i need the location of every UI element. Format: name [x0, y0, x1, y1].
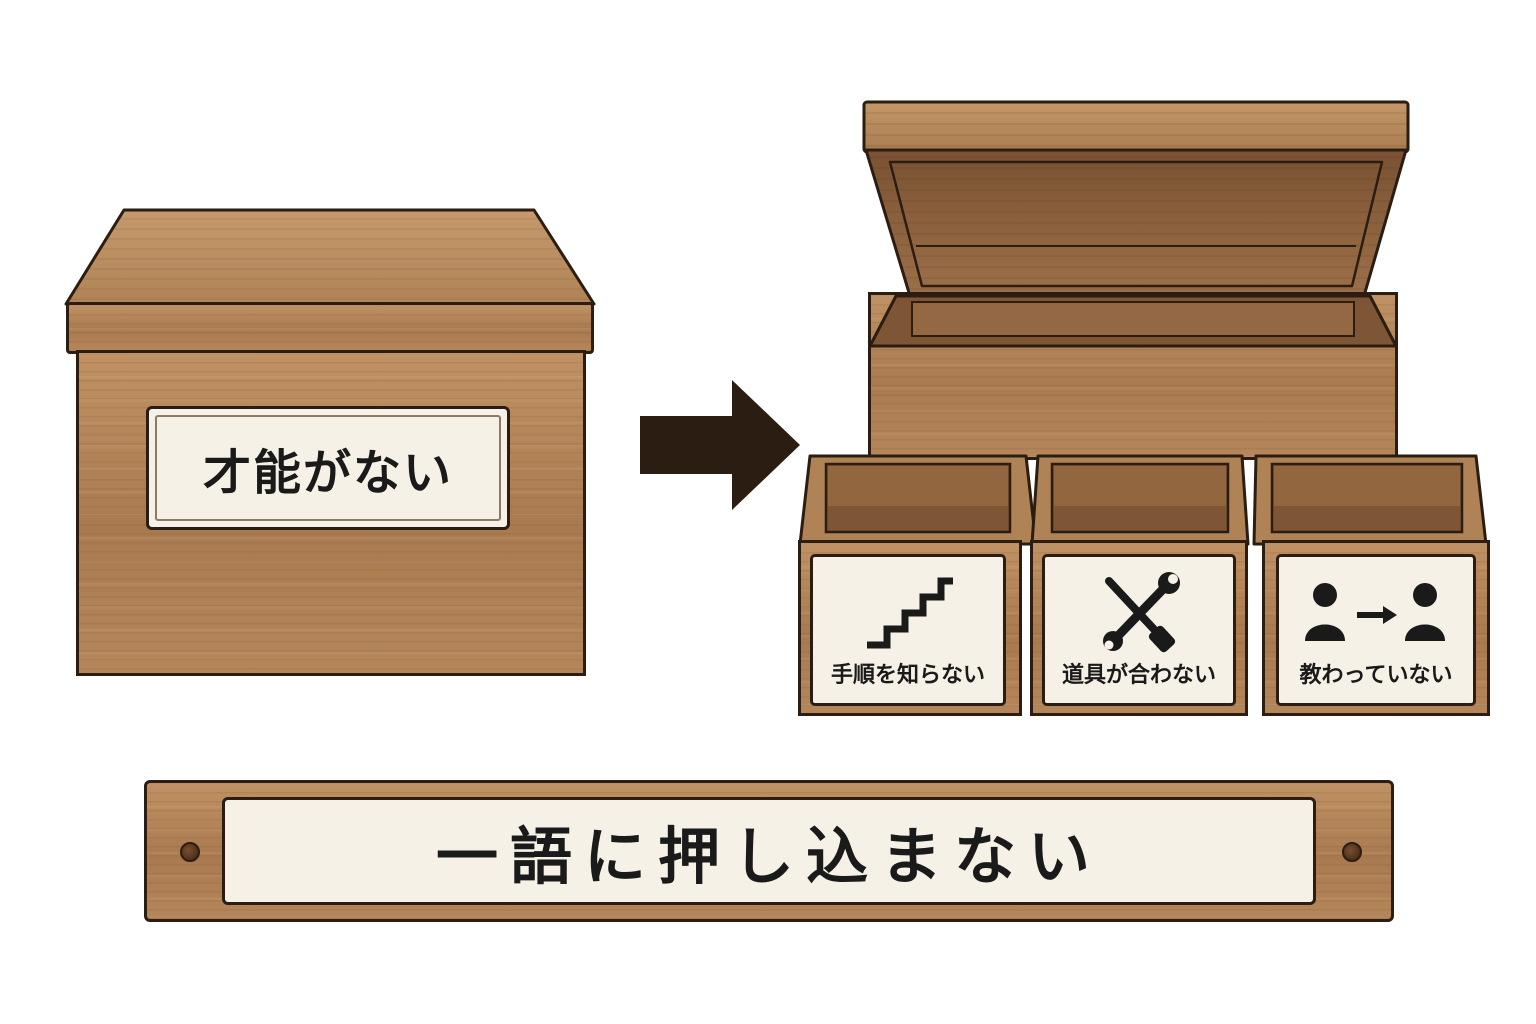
open-chest-opening	[868, 294, 1398, 348]
small-box-1-rim	[798, 454, 1038, 546]
plank-label: 一語に押し込まない	[222, 797, 1316, 905]
right-arrow-icon	[640, 380, 800, 510]
closed-box-label-text: 才能がない	[155, 415, 501, 521]
small-box-1-sign: 手順を知らない	[810, 554, 1006, 706]
small-box-2-sign: 道具が合わない	[1042, 554, 1236, 706]
small-box-2-rim	[1030, 454, 1250, 546]
closed-box-lid	[66, 302, 594, 354]
small-box-2-label: 道具が合わない	[1061, 663, 1216, 688]
screw-left-icon	[180, 842, 200, 862]
screw-right-icon	[1342, 842, 1362, 862]
small-box-3-label: 教わっていない	[1299, 663, 1453, 688]
wrench-screwdriver-icon	[1103, 572, 1180, 653]
stairs-icon	[867, 577, 953, 649]
closed-box-label: 才能がない	[146, 406, 510, 530]
closed-box-lid-top	[64, 208, 596, 306]
small-box-3-sign: 教わっていない	[1276, 554, 1476, 706]
open-chest-lid	[862, 100, 1410, 298]
small-box-3-rim	[1252, 454, 1488, 546]
person-to-person-icon	[1305, 583, 1445, 641]
small-box-1-label: 手順を知らない	[830, 663, 985, 688]
